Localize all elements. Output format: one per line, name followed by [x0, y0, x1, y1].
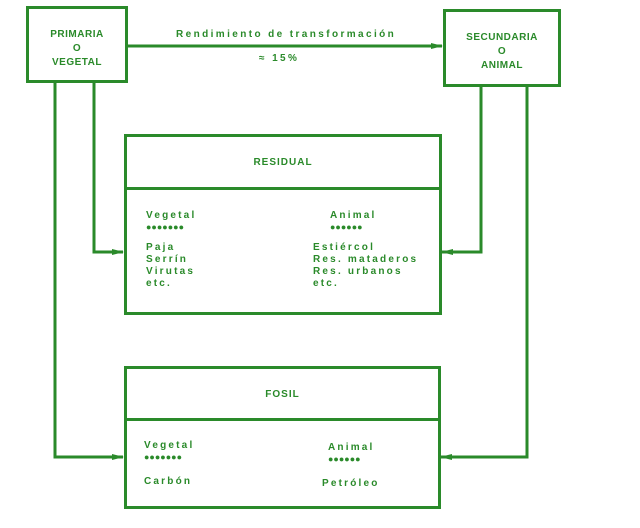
arrow-primaria-fosil	[53, 82, 124, 460]
node-secundaria-line-3: ANIMAL	[481, 60, 523, 71]
node-primaria-line-2: O	[72, 43, 82, 54]
fosil-animal-item: Petróleo	[322, 478, 380, 489]
fosil-vegetal-underline: ●●●●●●●	[144, 452, 183, 462]
residual-vegetal-column: Vegetal ●●●●●●● Paja Serrín Virutas etc.	[146, 210, 196, 290]
node-fosil: FOSIL Vegetal ●●●●●●● Carbón Animal ●●●●…	[124, 366, 441, 509]
fosil-vegetal-item: Carbón	[144, 476, 193, 487]
residual-animal-heading: Animal	[330, 210, 377, 221]
fosil-vegetal-heading: Vegetal	[144, 440, 195, 451]
residual-vegetal-underline: ●●●●●●●	[146, 222, 185, 232]
node-primaria-line-1: PRIMARIA	[50, 29, 104, 40]
residual-vegetal-heading: Vegetal	[146, 210, 197, 221]
residual-animal-underline: ●●●●●●	[330, 222, 363, 232]
residual-animal-item: Res. mataderos	[313, 254, 419, 265]
arrow-secundaria-residual	[441, 86, 483, 255]
fosil-animal-column: Animal ●●●●●● Petróleo	[322, 442, 380, 490]
edge-label-rendimiento: Rendimiento de transformación	[176, 29, 397, 40]
arrow-secundaria-fosil	[440, 86, 529, 460]
residual-animal-item: Estiércol	[313, 242, 376, 253]
residual-vegetal-item: Serrín	[146, 254, 189, 265]
node-secundaria-line-2: O	[497, 46, 507, 57]
residual-vegetal-item: Virutas	[146, 266, 196, 277]
fosil-divider	[127, 418, 438, 421]
node-primaria-vegetal: PRIMARIA O VEGETAL	[26, 6, 128, 83]
edge-label-percentage: ≈ 15%	[259, 53, 300, 64]
fosil-title: FOSIL	[265, 389, 300, 400]
node-secundaria-line-1: SECUNDARIA	[466, 32, 538, 43]
fosil-animal-underline: ●●●●●●	[328, 454, 361, 464]
residual-animal-item: etc.	[313, 278, 340, 289]
residual-animal-column: Animal ●●●●●● Estiércol Res. mataderos R…	[313, 210, 418, 290]
residual-divider	[127, 187, 439, 190]
node-primaria-line-3: VEGETAL	[52, 57, 102, 68]
residual-vegetal-item: etc.	[146, 278, 173, 289]
arrow-primaria-residual	[92, 82, 124, 255]
node-residual: RESIDUAL Vegetal ●●●●●●● Paja Serrín Vir…	[124, 134, 442, 315]
residual-vegetal-item: Paja	[146, 242, 176, 253]
fosil-animal-heading: Animal	[328, 442, 375, 453]
node-secundaria-animal: SECUNDARIA O ANIMAL	[443, 9, 561, 87]
residual-animal-item: Res. urbanos	[313, 266, 403, 277]
fosil-vegetal-column: Vegetal ●●●●●●● Carbón	[144, 440, 194, 488]
residual-title: RESIDUAL	[253, 157, 313, 168]
